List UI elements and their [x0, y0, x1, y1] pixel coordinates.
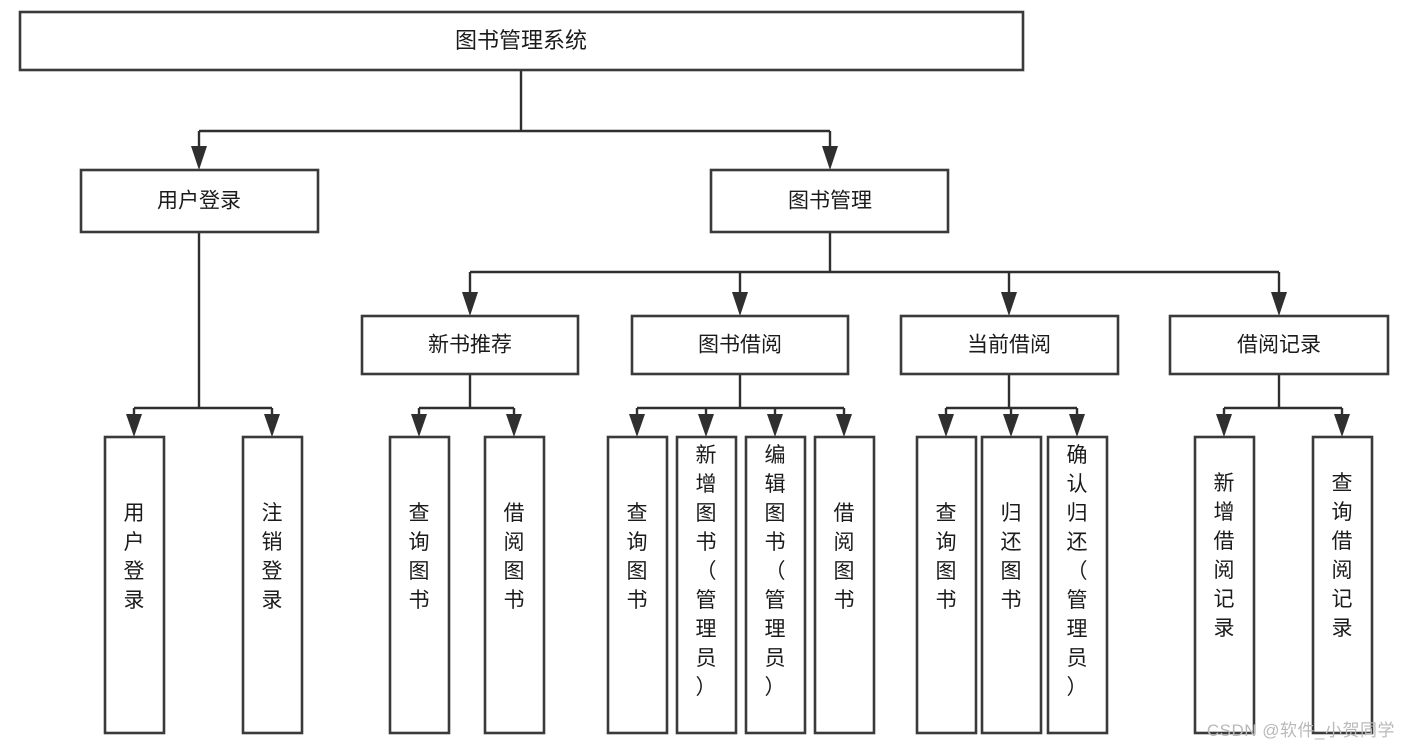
leaf-query-record-label: 查询借阅记录	[1332, 472, 1353, 640]
leaf-borrow-book-2[interactable]: 借阅图书	[813, 435, 876, 735]
arrowhead-book-management	[822, 146, 838, 170]
leaf-confirm-return-label: 确认归还（管理员）	[1067, 444, 1088, 699]
connector-layer	[126, 70, 1350, 437]
node-book-management-box[interactable]	[709, 168, 950, 234]
leaf-add-book[interactable]: 新增图书（管理员）	[675, 435, 738, 735]
node-current-borrow[interactable]: 当前借阅	[899, 314, 1120, 376]
leaf-borrow-book-1[interactable]: 借阅图书	[483, 435, 546, 735]
node-borrow-record[interactable]: 借阅记录	[1168, 314, 1390, 376]
arrowhead-leaf-edit-book	[767, 414, 783, 437]
arrowhead-leaf-confirm-return	[1069, 414, 1085, 437]
leaf-edit-book-box[interactable]	[744, 435, 807, 735]
leaf-borrow-book-2-label: 借阅图书	[834, 502, 855, 612]
leaf-query-book-3[interactable]: 查询图书	[915, 435, 978, 735]
node-new-book-recommend-box[interactable]	[360, 314, 580, 376]
node-book-management-label: 图书管理	[788, 190, 872, 213]
arrowhead-leaf-return-book	[1003, 414, 1019, 437]
arrowhead-leaf-query-book-3	[938, 414, 954, 437]
arrowhead-leaf-query-book-1	[411, 414, 427, 437]
leaf-user-logout-box[interactable]	[241, 435, 304, 735]
arrowhead-leaf-query-book-2	[629, 414, 645, 437]
arrowhead-leaf-query-record	[1334, 414, 1350, 437]
leaf-query-book-2[interactable]: 查询图书	[606, 435, 669, 735]
arrowhead-leaf-add-record	[1216, 414, 1232, 437]
node-user-login-box[interactable]	[79, 168, 320, 234]
node-root[interactable]: 图书管理系统	[18, 10, 1025, 72]
node-new-book-recommend-label: 新书推荐	[428, 334, 512, 357]
node-user-login-label: 用户登录	[157, 190, 241, 213]
leaf-return-book-box[interactable]	[980, 435, 1043, 735]
node-user-login[interactable]: 用户登录	[79, 168, 320, 234]
node-borrow-record-box[interactable]	[1168, 314, 1390, 376]
arrowhead-leaf-add-book	[698, 414, 714, 437]
leaf-query-book-3-box[interactable]	[915, 435, 978, 735]
leaf-borrow-book-1-box[interactable]	[483, 435, 546, 735]
arrowhead-user-login	[191, 146, 207, 170]
node-new-book-recommend[interactable]: 新书推荐	[360, 314, 580, 376]
leaf-borrow-book-1-label: 借阅图书	[504, 502, 525, 612]
node-book-borrow-box[interactable]	[630, 314, 850, 376]
leaf-add-record-box[interactable]	[1193, 435, 1256, 735]
node-book-borrow-label: 图书借阅	[698, 334, 782, 357]
node-root-label: 图书管理系统	[455, 28, 587, 53]
leaf-user-login-box[interactable]	[103, 435, 166, 735]
leaf-query-book-3-label: 查询图书	[936, 502, 957, 612]
leaf-query-book-2-box[interactable]	[606, 435, 669, 735]
leaf-query-book-1-box[interactable]	[388, 435, 451, 735]
leaf-add-book-box[interactable]	[675, 435, 738, 735]
leaf-add-record-label: 新增借阅记录	[1214, 472, 1235, 640]
arrowhead-current-borrow	[1001, 292, 1017, 316]
arrowhead-leaf-user-login	[126, 414, 142, 437]
arrowhead-leaf-user-logout	[264, 414, 280, 437]
leaf-user-login-label: 用户登录	[124, 502, 145, 612]
node-borrow-record-label: 借阅记录	[1237, 334, 1321, 357]
node-book-borrow[interactable]: 图书借阅	[630, 314, 850, 376]
leaf-return-book[interactable]: 归还图书	[980, 435, 1043, 735]
node-book-management[interactable]: 图书管理	[709, 168, 950, 234]
leaf-add-book-label: 新增图书（管理员）	[696, 444, 717, 699]
leaf-edit-book[interactable]: 编辑图书（管理员）	[744, 435, 807, 735]
leaf-user-login[interactable]: 用户登录	[103, 435, 166, 735]
arrowhead-borrow-record	[1271, 292, 1287, 316]
leaf-return-book-label: 归还图书	[1001, 502, 1022, 612]
leaf-borrow-book-2-box[interactable]	[813, 435, 876, 735]
leaf-user-logout[interactable]: 注销登录	[241, 435, 304, 735]
leaf-user-logout-label: 注销登录	[262, 502, 283, 612]
leaf-query-record-box[interactable]	[1311, 435, 1374, 735]
arrowhead-new-book	[462, 292, 478, 316]
csdn-watermark: CSDN @软件_小贺同学	[1206, 721, 1395, 740]
leaf-query-book-2-label: 查询图书	[627, 502, 648, 612]
leaf-confirm-return-box[interactable]	[1046, 435, 1109, 735]
arrowhead-leaf-borrow-book-1	[506, 414, 522, 437]
leaf-query-record[interactable]: 查询借阅记录	[1311, 435, 1374, 735]
leaf-confirm-return[interactable]: 确认归还（管理员）	[1046, 435, 1109, 735]
arrowhead-leaf-borrow-book-2	[836, 414, 852, 437]
leaf-edit-book-label: 编辑图书（管理员）	[765, 444, 786, 699]
arrowhead-book-borrow	[732, 292, 748, 316]
node-current-borrow-box[interactable]	[899, 314, 1120, 376]
leaf-query-book-1-label: 查询图书	[409, 502, 430, 612]
node-current-borrow-label: 当前借阅	[967, 334, 1051, 357]
leaf-query-book-1[interactable]: 查询图书	[388, 435, 451, 735]
leaf-add-record[interactable]: 新增借阅记录	[1193, 435, 1256, 735]
node-root-box[interactable]	[18, 10, 1025, 72]
